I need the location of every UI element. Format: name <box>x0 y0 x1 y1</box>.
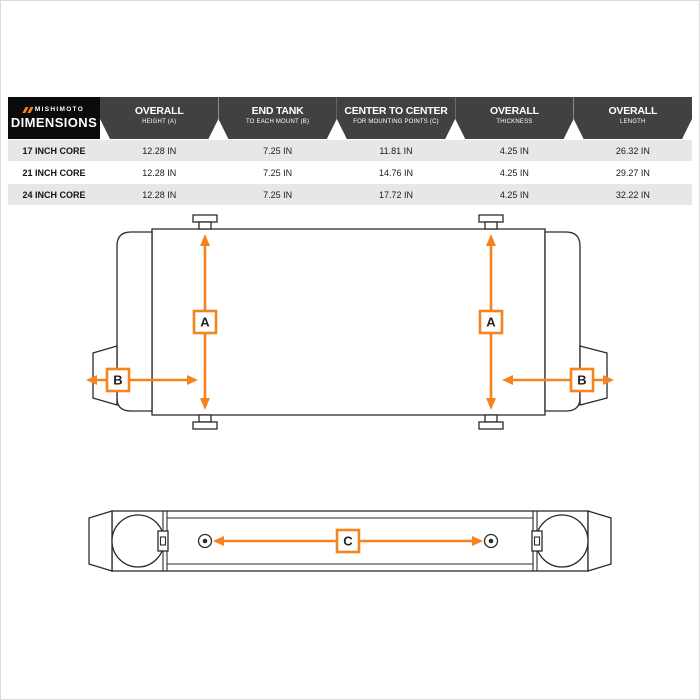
cell-length: 32.22 IN <box>615 189 650 200</box>
dimension-label-b-left <box>105 367 131 393</box>
cell-center: 14.76 IN <box>379 167 414 178</box>
bracket-clip-left <box>157 530 169 552</box>
cell-center: 11.81 IN <box>379 145 413 156</box>
column-header-overall-length: OVERALL LENGTH <box>574 97 692 139</box>
row-label: 21 INCH CORE <box>22 167 86 178</box>
svg-text:A: A <box>200 315 210 330</box>
row-label: 24 INCH CORE <box>22 189 86 200</box>
dimension-label-c <box>335 528 361 554</box>
dimension-arrow-b-left: B <box>86 367 198 393</box>
cell-length: 29.27 IN <box>615 167 650 178</box>
dimension-label-a-right <box>478 309 504 335</box>
dimension-label-b-right <box>569 367 595 393</box>
column-header-center-to-center: CENTER TO CENTER FOR MOUNTING POINTS (C) <box>337 97 455 139</box>
cell-end-tank: 7.25 IN <box>263 145 293 156</box>
column-header-end-tank: END TANK TO EACH MOUNT (B) <box>218 97 336 139</box>
brand-text: MISHIMOTO <box>34 106 85 113</box>
dimension-arrow-c: C <box>213 528 483 554</box>
cell-thickness: 4.25 IN <box>499 167 529 178</box>
cell-height: 12.28 IN <box>142 189 177 200</box>
dimensions-table: MISHIMOTO DIMENSIONS OVERALL HEIGHT (A) … <box>8 97 692 205</box>
table-header-row: MISHIMOTO DIMENSIONS OVERALL HEIGHT (A) … <box>8 97 692 139</box>
mounting-tab-bottom-left <box>192 414 218 430</box>
cell-length: 26.32 IN <box>615 145 650 156</box>
cell-thickness: 4.25 IN <box>499 189 529 200</box>
cell-height: 12.28 IN <box>142 167 177 178</box>
panel-title: DIMENSIONS <box>10 115 98 130</box>
cell-center: 17.72 IN <box>379 189 414 200</box>
column-header-overall-height: OVERALL HEIGHT (A) <box>100 97 218 139</box>
port-circle-left <box>111 514 165 568</box>
row-label: 17 INCH CORE <box>22 145 86 156</box>
svg-text:C: C <box>343 534 353 549</box>
mounting-hole-right <box>483 533 499 549</box>
svg-text:B: B <box>113 373 122 388</box>
mounting-tab-top-right <box>478 214 504 230</box>
mounting-tab-top-left <box>192 214 218 230</box>
left-flange <box>88 510 113 572</box>
mounting-hole-left <box>197 533 213 549</box>
right-flange <box>587 510 612 572</box>
brand-row: MISHIMOTO <box>22 106 85 113</box>
bracket-clip-right <box>531 530 543 552</box>
cell-end-tank: 7.25 IN <box>263 167 293 178</box>
cell-thickness: 4.25 IN <box>499 145 529 156</box>
svg-text:A: A <box>486 315 496 330</box>
dimension-label-a-left <box>192 309 218 335</box>
table-row-24-inch-core: 24 INCH CORE 12.28 IN 7.25 IN 17.72 IN 4… <box>8 184 692 205</box>
port-circle-right <box>535 514 589 568</box>
table-row-21-inch-core: 21 INCH CORE 12.28 IN 7.25 IN 14.76 IN 4… <box>8 162 692 183</box>
table-row-17-inch-core: 17 INCH CORE 12.28 IN 7.25 IN 11.81 IN 4… <box>8 140 692 161</box>
dimension-arrow-a-right: A <box>478 234 504 410</box>
bottom-view-drawing: C <box>88 510 612 572</box>
dimension-arrow-b-right: B <box>502 367 614 393</box>
mounting-tab-bottom-right <box>478 414 504 430</box>
cell-height: 12.28 IN <box>142 145 177 156</box>
dimension-arrow-a-left: A <box>192 234 218 410</box>
svg-text:B: B <box>577 373 586 388</box>
cell-end-tank: 7.25 IN <box>263 189 293 200</box>
column-header-overall-thickness: OVERALL THICKNESS <box>455 97 573 139</box>
mishimoto-logo-icon <box>22 106 34 113</box>
logo-cell: MISHIMOTO DIMENSIONS <box>8 97 100 139</box>
front-view-drawing: A A B B <box>86 214 614 430</box>
